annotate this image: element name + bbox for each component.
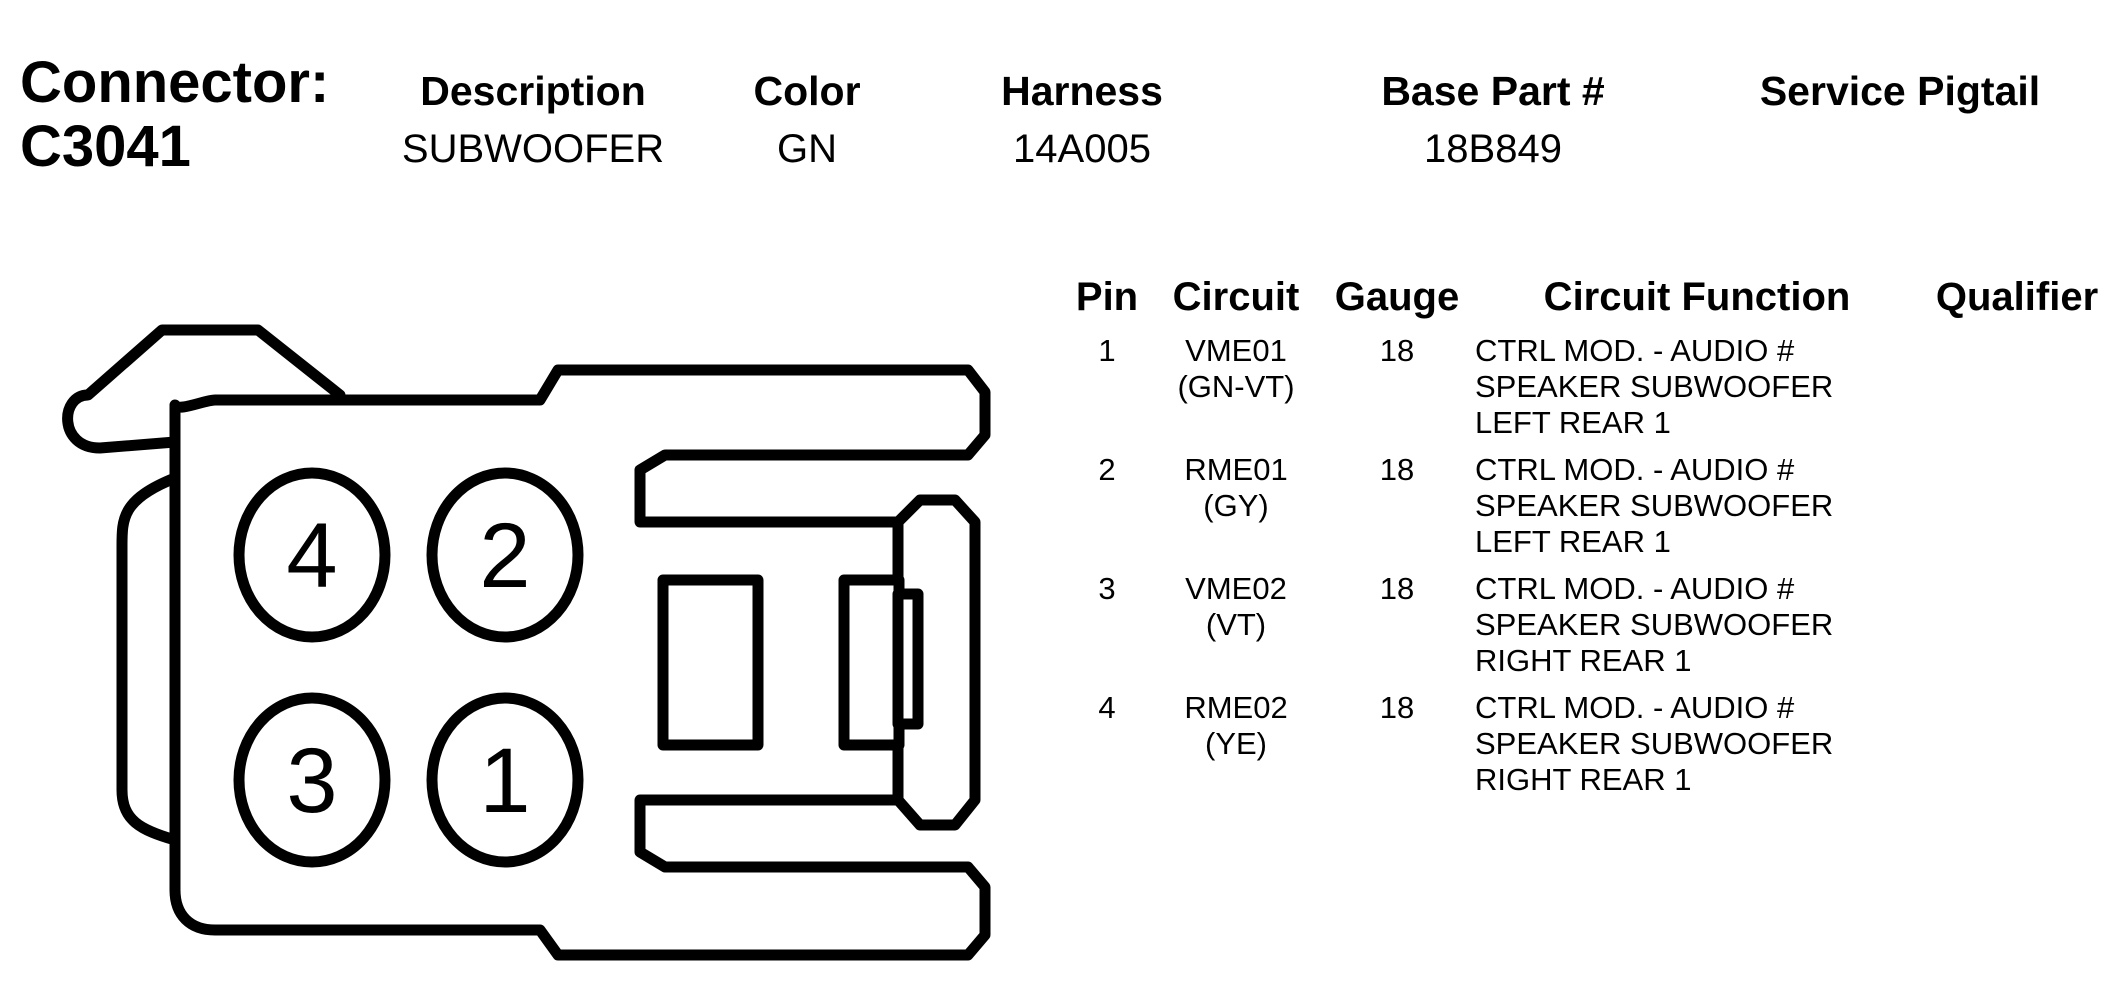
row-1-circuit: VME01: [1185, 333, 1287, 368]
circuit-column-header: Circuit: [1172, 275, 1300, 319]
pin-cavity-2: [426, 467, 584, 643]
connector-label: Connector:: [20, 50, 330, 115]
pin-cavity-label-1: 1: [479, 730, 530, 832]
row-4-circuit: RME02: [1184, 690, 1288, 725]
row-2-function-line-1: CTRL MOD. - AUDIO #: [1475, 452, 1795, 487]
connector-end-cap: [892, 494, 981, 831]
pin-cavity-label-4: 4: [286, 505, 337, 607]
keyway-slot-right: [838, 574, 905, 751]
row-3-function-line-2: SPEAKER SUBWOOFER: [1475, 607, 1834, 642]
row-1-function-line-1: CTRL MOD. - AUDIO #: [1475, 333, 1795, 368]
harness-value: 14A005: [1013, 127, 1151, 171]
keyway-slot-left: [657, 574, 764, 751]
qualifier-column-header: Qualifier: [1935, 275, 2099, 319]
row-1-function-line-2: SPEAKER SUBWOOFER: [1475, 369, 1834, 404]
row-1-circuit-color: (GN-VT): [1177, 369, 1295, 404]
row-3-pin: 3: [1098, 571, 1116, 606]
description-value: SUBWOOFER: [401, 127, 665, 171]
row-2-function-line-2: SPEAKER SUBWOOFER: [1475, 488, 1834, 523]
service-pigtail-header: Service Pigtail: [1759, 68, 2041, 114]
keyway-slot-tab: [892, 588, 924, 730]
pin-cavity-4: [233, 467, 391, 643]
color-value: GN: [777, 127, 837, 171]
pin-cavity-label-3: 3: [286, 730, 337, 832]
color-header: Color: [753, 68, 861, 114]
row-3-function-line-3: RIGHT REAR 1: [1475, 643, 1692, 678]
base-part-header: Base Part #: [1381, 68, 1605, 114]
row-4-function-line-3: RIGHT REAR 1: [1475, 762, 1692, 797]
function-column-header: Circuit Function: [1543, 275, 1851, 319]
row-1-gauge: 18: [1379, 333, 1415, 368]
row-4-circuit-color: (YE): [1205, 726, 1267, 761]
pin-cavity-3: [233, 692, 391, 868]
row-3-gauge: 18: [1379, 571, 1415, 606]
pin-cavity-label-2: 2: [479, 505, 530, 607]
row-4-pin: 4: [1098, 690, 1116, 725]
row-2-gauge: 18: [1379, 452, 1415, 487]
row-4-function-line-2: SPEAKER SUBWOOFER: [1475, 726, 1834, 761]
pin-cavity-1: [426, 692, 584, 868]
connector-left-bulge: [116, 472, 181, 846]
row-2-pin: 2: [1098, 452, 1116, 487]
connector-id: C3041: [20, 114, 191, 179]
harness-header: Harness: [1001, 68, 1163, 114]
row-4-gauge: 18: [1379, 690, 1415, 725]
row-3-circuit-color: (VT): [1205, 607, 1267, 642]
row-3-function-line-1: CTRL MOD. - AUDIO #: [1475, 571, 1795, 606]
pin-column-header: Pin: [1075, 275, 1139, 319]
base-part-value: 18B849: [1424, 127, 1562, 171]
row-2-function-line-3: LEFT REAR 1: [1475, 524, 1671, 559]
connector-latch: [62, 324, 346, 454]
gauge-column-header: Gauge: [1334, 275, 1460, 319]
row-2-circuit-color: (GY): [1203, 488, 1269, 523]
row-4-function-line-1: CTRL MOD. - AUDIO #: [1475, 690, 1795, 725]
description-header: Description: [420, 68, 646, 114]
row-2-circuit: RME01: [1184, 452, 1288, 487]
row-1-pin: 1: [1098, 333, 1116, 368]
row-1-function-line-3: LEFT REAR 1: [1475, 405, 1671, 440]
row-3-circuit: VME02: [1185, 571, 1287, 606]
